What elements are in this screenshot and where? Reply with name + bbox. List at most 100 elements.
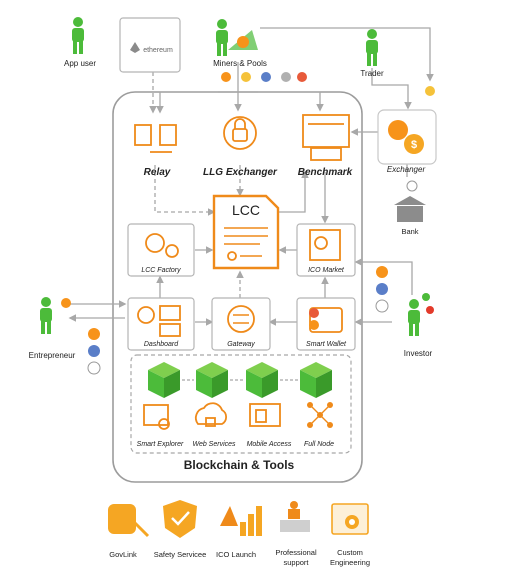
dashboard-label: Dashboard [144,341,179,348]
smart-wallet-label: Smart Wallet [306,341,347,348]
litecoin-icon [281,72,291,82]
coin-icon [309,308,319,318]
lock-coin-icon [425,86,435,96]
ico-market-icon [309,229,341,261]
tool-full-node: Full Node [304,402,334,448]
benchmark-icon [302,114,350,148]
ico-market-label: ICO Market [308,267,345,274]
web-services-label: Web Services [192,441,236,448]
lcc-label: LCC [232,202,260,218]
dollar-coin-icon [87,361,101,375]
bar-chart-icon [240,522,246,536]
service-ico-launch: ICO Launch [216,506,262,559]
bitcoin-icon [388,120,408,140]
bank-label: Bank [401,227,418,236]
relay-icon [134,124,152,146]
benchmark-label: Benchmark [298,167,353,178]
service-custom-engineering: Custom Engineering [330,503,370,567]
ethereum-logo: ethereum [119,17,181,73]
block-cube-icon [196,362,228,398]
llg-exchanger-module: LLG Exchanger [203,116,278,178]
support-label-line2: support [283,558,309,567]
rocket-icon [220,506,238,526]
lcc-contract: LCC [212,194,280,270]
pie-chart-icon [314,236,328,250]
bank: Bank [394,180,426,236]
ethereum-icon [376,283,388,295]
bitcoin-icon [376,266,388,278]
mobile-access-icon [249,403,281,427]
bank-icon [394,196,426,205]
service-govlink: GovLink [108,504,150,559]
trader-icon [366,29,378,66]
miner-icon [216,19,228,56]
key-icon [130,518,150,538]
support-person-icon [290,501,298,509]
lock-coin-icon [241,72,251,82]
tool-web-services: Web Services [192,402,236,448]
dollar-coin-icon [406,180,418,192]
entrepreneur-icon [40,297,52,334]
platform-title: Blockchain & Tools [184,458,295,472]
bitcoin-coin-icon [221,72,231,82]
desk-icon [280,520,310,532]
coin-row [221,72,307,82]
bitcoin-icon [88,328,100,340]
entrepreneur-label: Entrepreneur [29,351,76,360]
exchanger: $ Exchanger [377,86,437,174]
benchmark-module: Benchmark [298,114,353,178]
block-cube-icon [148,362,180,398]
exchanger-label: Exchanger [387,165,426,174]
smart-wallet-module: Smart Wallet [296,297,356,351]
gear-icon [145,233,165,253]
block-cube-icon [300,362,332,398]
blockchain-container [130,354,352,454]
support-label-line1: Professional [275,548,317,557]
bitcoin-icon [309,320,319,330]
database-icon [108,504,136,534]
trader-actor: Trader [360,29,384,78]
engineering-label-line1: Custom [337,548,363,557]
relay-label: Relay [144,167,171,178]
lock-icon [205,417,216,427]
connectors [68,27,434,326]
dashboard-module: Dashboard [127,297,195,351]
cloud-icon [195,402,228,425]
block-cube-icon [246,362,278,398]
bitcoin-coin-icon [61,298,71,308]
miners-label: Miners & Pools [213,59,267,68]
service-professional-support: Professional support [275,501,317,567]
llg-exchanger-icon [223,116,257,150]
engineering-label-line2: Engineering [330,558,370,567]
smart-explorer-icon [143,404,169,426]
full-node-label: Full Node [304,441,334,448]
safety-label: Safety Servicee [154,550,207,559]
yes-badge-icon [422,293,430,301]
trader-label: Trader [360,69,384,78]
ico-launch-label: ICO Launch [216,550,256,559]
gateway-label: Gateway [227,341,255,348]
entrepreneur-actor: Entrepreneur [29,297,101,375]
dashboard-icon [159,305,181,321]
svg-text:$: $ [411,139,417,151]
zcash-icon [297,72,307,82]
investor-actor: Investor [375,266,434,358]
miners-actor: Miners & Pools [213,19,307,82]
app-user-icon [72,17,84,54]
wallet-icon [309,307,343,333]
app-user-label: App user [64,59,96,68]
ico-market-module: ICO Market [296,223,356,277]
govlink-label: GovLink [109,550,137,559]
blockchain-blocks [148,362,332,398]
relay-module: Relay [130,118,182,178]
contract-document-icon [212,194,280,270]
dollar-coin-icon [375,299,389,313]
svg-text:ethereum: ethereum [143,47,173,54]
no-badge-icon [426,306,434,314]
lcc-factory-module: LCC Factory [127,223,195,277]
ethereum-coin-icon [261,72,271,82]
lcc-factory-label: LCC Factory [141,267,181,274]
investor-label: Investor [404,349,433,358]
mobile-access-label: Mobile Access [247,441,292,448]
